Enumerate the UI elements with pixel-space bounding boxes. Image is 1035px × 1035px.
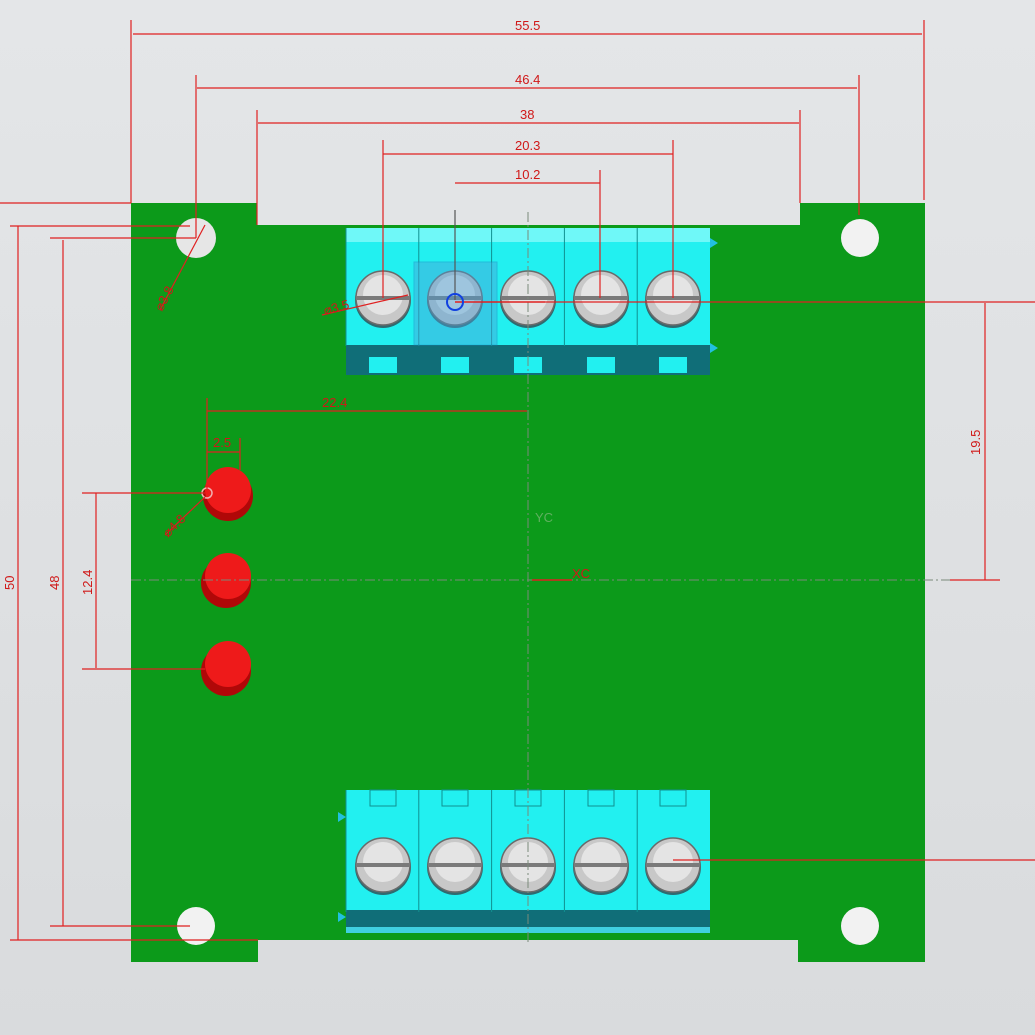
dim-label: 19.5: [968, 430, 983, 455]
dim-label: 48: [47, 576, 62, 590]
mount-hole-top-right[interactable]: [841, 219, 879, 257]
dim-label: 55.5: [515, 18, 540, 33]
terminal-slot: [587, 357, 615, 373]
dim-label: 46.4: [515, 72, 540, 87]
dimension-led-offset-x[interactable]: 22.4: [206, 395, 527, 490]
mount-hole-bottom-left[interactable]: [177, 907, 215, 945]
terminal-screw-top-3[interactable]: [500, 270, 556, 328]
terminal-latch: [441, 789, 469, 807]
terminal-slot: [369, 357, 397, 373]
dimension-screw-diameter[interactable]: ⌀3.5: [321, 294, 409, 318]
terminal-screw-top-4[interactable]: [573, 270, 629, 328]
dim-label: 2.5: [213, 435, 231, 450]
dim-label: ⌀3.5: [322, 297, 351, 318]
dimension-terminal-span[interactable]: 20.3: [382, 138, 674, 298]
dimension-terminal-offset-y[interactable]: 19.5: [545, 301, 1035, 581]
dimension-overall-width[interactable]: 55.5: [130, 18, 925, 203]
dim-label: 22.4: [322, 395, 347, 410]
axis-label-x: XC: [572, 566, 590, 581]
dim-label: 12.4: [80, 570, 95, 595]
terminal-slot: [441, 357, 469, 373]
terminal-latch: [587, 789, 615, 807]
dim-label: 10.2: [515, 167, 540, 182]
led-group: [201, 467, 253, 696]
terminal-block-bottom[interactable]: [338, 789, 710, 933]
terminal-latch: [659, 789, 687, 807]
terminal-screw-bottom-1[interactable]: [355, 837, 411, 895]
dimension-hole-spacing-x[interactable]: 46.4: [195, 72, 860, 238]
terminal-screw-bottom-5[interactable]: [645, 837, 701, 895]
dimension-overall-height[interactable]: 50: [0, 202, 258, 941]
dimension-terminal-pitch[interactable]: 10.2: [455, 167, 601, 298]
terminal-screw-bottom-2[interactable]: [427, 837, 483, 895]
dim-label: 20.3: [515, 138, 540, 153]
dimension-notch-width[interactable]: 38: [256, 107, 801, 225]
dimension-led-spacing[interactable]: 12.4: [80, 492, 205, 670]
dim-label: 50: [2, 576, 17, 590]
dimension-led-diameter[interactable]: 2.5: [207, 435, 241, 470]
dim-label: 38: [520, 107, 534, 122]
terminal-screw-bottom-4[interactable]: [573, 837, 629, 895]
dimension-hole-spacing-y[interactable]: 48: [47, 237, 196, 927]
terminal-slot: [659, 357, 687, 373]
terminal-latch: [369, 789, 397, 807]
mount-hole-bottom-right[interactable]: [841, 907, 879, 945]
origin-axes: XC YC: [446, 210, 590, 581]
pcb-board[interactable]: [131, 203, 925, 962]
axis-label-y: YC: [535, 510, 553, 525]
